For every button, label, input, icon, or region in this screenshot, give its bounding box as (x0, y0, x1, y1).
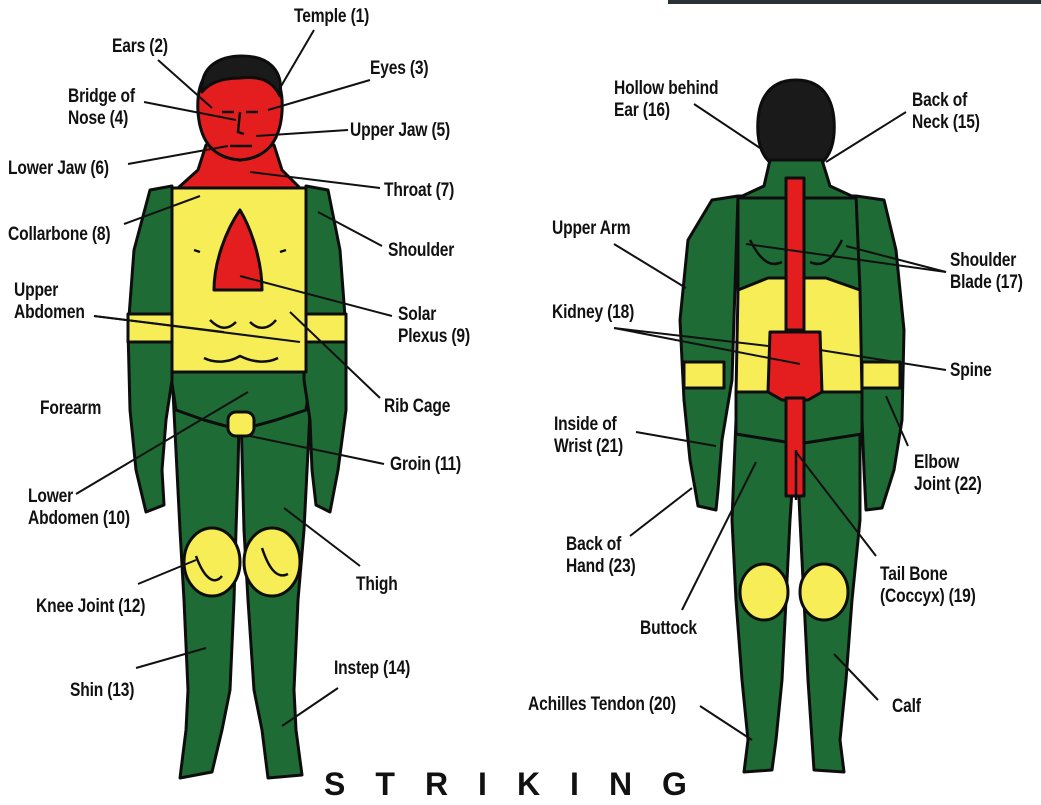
label-shoulder: Shoulder (388, 240, 454, 262)
front-right-forearm-band (304, 314, 346, 342)
back-right-knee (800, 564, 848, 620)
label-elbow-joint: Elbow Joint (22) (914, 452, 982, 496)
back-left-elbow-band (684, 362, 724, 388)
label-buttock: Buttock (640, 618, 697, 640)
label-bridge-of-nose: Bridge of Nose (4) (68, 86, 135, 130)
label-spine: Spine (950, 360, 992, 382)
label-back-of-neck: Back of Neck (15) (912, 90, 980, 134)
label-kidney: Kidney (18) (552, 302, 634, 324)
label-forearm: Forearm (40, 398, 101, 420)
label-inside-of-wrist: Inside of Wrist (21) (554, 414, 623, 458)
front-left-forearm-band (128, 314, 172, 342)
back-left-arm (680, 196, 738, 510)
back-right-arm (856, 196, 904, 510)
label-shoulder-blade: Shoulder Blade (17) (950, 250, 1023, 294)
label-calf: Calf (892, 696, 921, 718)
label-collarbone: Collarbone (8) (8, 224, 110, 246)
label-instep: Instep (14) (334, 658, 410, 680)
label-eyes: Eyes (3) (370, 58, 428, 80)
label-ears: Ears (2) (112, 36, 168, 58)
front-groin (228, 412, 254, 436)
label-upper-arm: Upper Arm (552, 218, 630, 240)
label-temple: Temple (1) (294, 6, 369, 28)
back-right-elbow-band (862, 362, 900, 388)
front-left-arm (128, 186, 172, 512)
label-rib-cage: Rib Cage (384, 396, 450, 418)
label-thigh: Thigh (356, 574, 398, 596)
label-lower-jaw: Lower Jaw (6) (8, 158, 109, 180)
label-groin: Groin (11) (390, 454, 461, 476)
label-shin: Shin (13) (70, 680, 134, 702)
label-solar-plexus: Solar Plexus (9) (398, 304, 470, 348)
label-knee-joint: Knee Joint (12) (36, 596, 145, 618)
label-achilles-tendon: Achilles Tendon (20) (528, 694, 676, 716)
back-head (758, 80, 834, 172)
front-right-arm (304, 186, 346, 512)
back-kidney-area (768, 332, 822, 400)
label-tail-bone: Tail Bone (Coccyx) (19) (880, 564, 976, 608)
label-back-of-hand: Back of Hand (23) (566, 534, 636, 578)
front-right-knee (244, 528, 300, 596)
back-figure (680, 80, 904, 772)
diagram-title: STRIKING (0, 766, 1041, 803)
back-spine (786, 178, 804, 330)
label-upper-jaw: Upper Jaw (5) (350, 120, 450, 142)
label-upper-abdomen: Upper Abdomen (14, 280, 85, 324)
label-hollow-behind-ear: Hollow behind Ear (16) (614, 78, 718, 122)
label-lower-abdomen: Lower Abdomen (10) (28, 486, 130, 530)
back-left-knee (740, 564, 788, 620)
front-figure (128, 56, 346, 778)
label-throat: Throat (7) (384, 180, 454, 202)
